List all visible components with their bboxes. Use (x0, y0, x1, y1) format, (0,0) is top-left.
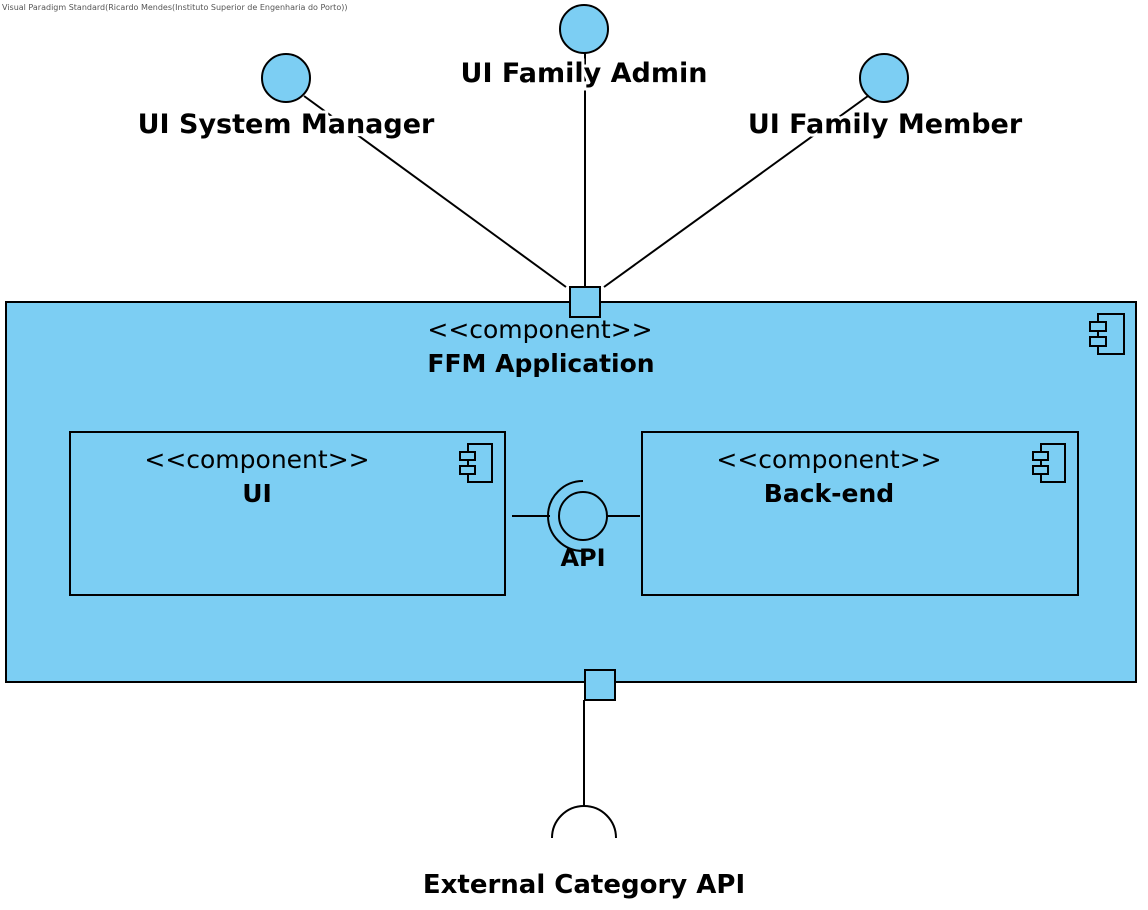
connector-system-manager (303, 95, 567, 288)
ui-component[interactable] (69, 431, 506, 596)
interface-label-system-manager: UI System Manager (138, 109, 435, 140)
component-icon (459, 443, 493, 483)
port-bottom[interactable] (584, 669, 616, 701)
component-icon (1032, 443, 1066, 483)
api-label: API (560, 544, 605, 572)
api-ball-icon[interactable] (558, 491, 608, 541)
api-socket-icon (547, 480, 584, 552)
lollipop-circle-icon[interactable] (261, 53, 311, 103)
connector-family-member (603, 95, 869, 288)
watermark-text: Visual Paradigm Standard(Ricardo Mendes(… (2, 3, 347, 12)
ffm-application-name: FFM Application (427, 349, 654, 378)
external-api-label: External Category API (423, 870, 745, 900)
lollipop-circle-icon[interactable] (559, 4, 609, 54)
lollipop-circle-icon[interactable] (859, 53, 909, 103)
interface-label-family-member: UI Family Member (748, 109, 1023, 140)
backend-component[interactable] (641, 431, 1079, 596)
port-top[interactable] (569, 286, 601, 318)
ui-component-name: UI (242, 479, 272, 508)
ffm-application-stereotype: <<component>> (427, 315, 652, 344)
backend-component-name: Back-end (764, 479, 894, 508)
component-icon (1089, 313, 1125, 355)
required-socket-icon[interactable] (551, 805, 617, 839)
interface-label-family-admin: UI Family Admin (461, 58, 708, 89)
ui-component-stereotype: <<component>> (144, 445, 369, 474)
backend-component-stereotype: <<component>> (716, 445, 941, 474)
